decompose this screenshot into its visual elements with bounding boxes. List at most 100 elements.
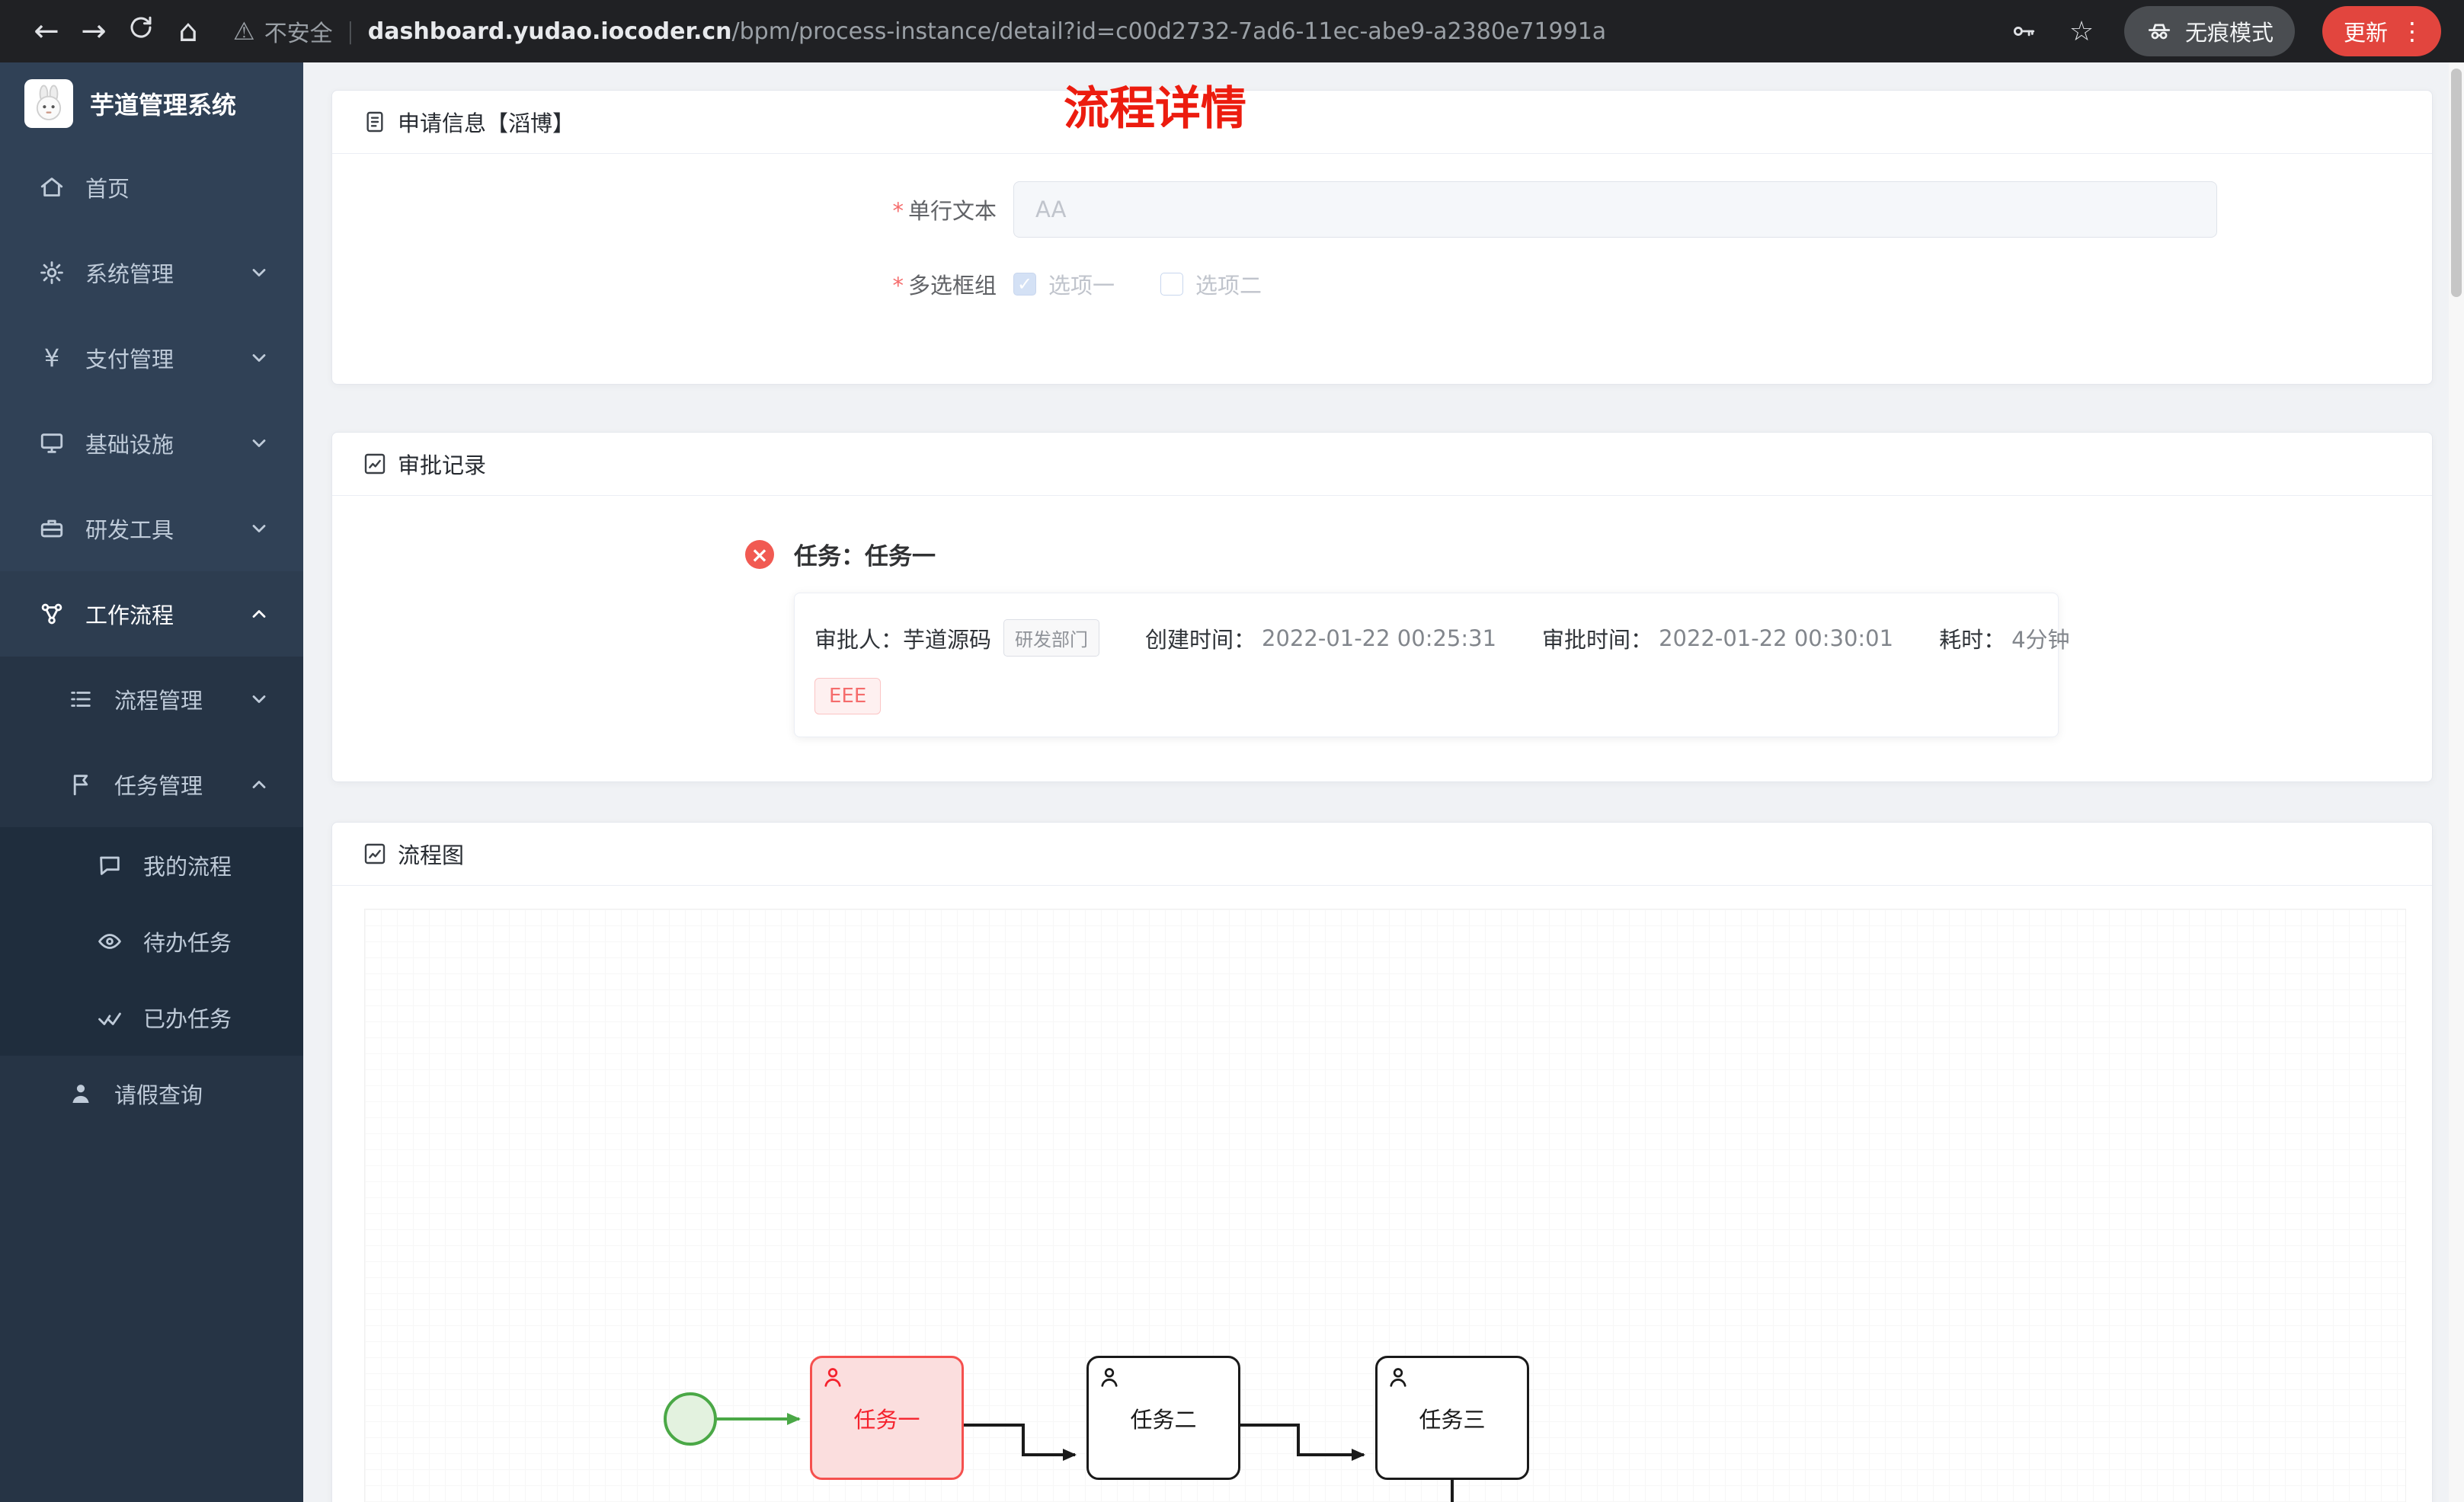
sidebar-item-label: 首页 [85,176,130,202]
approval-timeline: 任务：任务一 审批人： 芋道源码 研发部门 创建时间： 2022-01-22 0… [332,496,2432,781]
task-label: 任务一 [853,1406,920,1433]
incognito-icon [2148,24,2171,40]
eye-icon [94,926,125,957]
user-task-icon [824,1368,841,1387]
approver-label: 审批人： [814,626,904,653]
field-label: *多选框组 [892,273,997,299]
app-logo[interactable]: 芋道管理系统 [0,62,303,145]
approval-comment-tag: EEE [814,678,882,714]
app-avatar [24,79,73,128]
bpmn-task-node[interactable]: 任务二 [1086,1356,1240,1480]
url-path[interactable]: /bpm/process-instance/detail?id=c00d2732… [731,18,1607,45]
sidebar-item-label: 支付管理 [85,347,174,372]
security-label[interactable]: 不安全 [264,21,333,47]
bookmark-star-icon[interactable]: ☆ [2069,15,2094,47]
rabbit-logo-icon [36,85,62,120]
refresh-icon[interactable] [117,14,165,49]
chart-icon [364,843,386,864]
approval-detail-box: 审批人： 芋道源码 研发部门 创建时间： 2022-01-22 00:25:31… [794,593,2070,737]
incognito-badge[interactable]: 无痕模式 [2123,6,2295,56]
process-diagram-card: 流程图 [331,822,2433,1502]
browser-update-button[interactable]: 更新 ⋮ [2322,6,2441,56]
sidebar-item-label: 研发工具 [85,517,174,543]
gear-icon [37,257,67,288]
apply-card-title: 申请信息【滔博】 [398,110,575,136]
duration-label: 耗时： [1939,626,2006,653]
page-scrollbar[interactable] [2449,62,2464,1502]
bpmn-canvas[interactable]: 任务一 任务二 任务三 [364,909,2406,1502]
approver-name: 芋道源码 [903,626,992,653]
bpmn-task-node-current[interactable]: 任务一 [810,1356,964,1480]
diagram-body: 任务一 任务二 任务三 [332,886,2432,1502]
create-time-group: 创建时间： 2022-01-22 00:25:31 [1145,622,1496,654]
double-check-icon [94,1002,125,1033]
approve-time-label: 审批时间： [1542,626,1653,653]
single-line-text-input[interactable] [1013,181,2217,238]
checkbox-option-2[interactable]: 选项二 [1160,268,1262,300]
task-rejected-icon [745,540,774,569]
sidebar-item-workflow[interactable]: 工作流程 [0,571,303,657]
bpmn-start-event[interactable] [664,1392,717,1446]
task-label: 任务二 [1130,1406,1197,1433]
bpmn-task-node[interactable]: 任务三 [1375,1356,1529,1480]
chevron-down-icon [248,433,270,454]
apply-form: *单行文本 *多选框组 选项一 选项二 [332,154,2432,384]
sidebar-item-task-management[interactable]: 任务管理 [0,742,303,827]
chat-bubble-icon [94,850,125,880]
home-icon[interactable]: ⌂ [178,14,198,49]
sidebar-item-devtools[interactable]: 研发工具 [0,486,303,571]
approve-time-value: 2022-01-22 00:30:01 [1659,625,1894,651]
url-host[interactable]: dashboard.yudao.iocoder.cn [367,18,732,45]
workflow-icon [37,599,67,629]
apply-card-header: 申请信息【滔博】 [332,91,2432,154]
address-bar[interactable]: ⚠ 不安全 | dashboard.yudao.iocoder.cn /bpm/… [233,14,1986,48]
sidebar-item-label: 任务管理 [114,773,203,799]
sidebar-item-done-tasks[interactable]: 已办任务 [0,979,303,1056]
incognito-label: 无痕模式 [2184,20,2274,46]
person-icon [66,1079,96,1109]
checkbox-label: 选项二 [1195,273,1262,299]
sidebar-item-label: 工作流程 [85,602,174,628]
toolbox-icon [37,513,67,544]
duration-value: 4分钟 [2011,626,2070,653]
chevron-up-icon [248,603,270,625]
yen-icon: ¥ [43,344,60,372]
back-icon[interactable]: ← [34,14,59,49]
browser-menu-icon[interactable]: ⋮ [2400,17,2424,46]
password-key-icon[interactable] [2008,16,2039,46]
approver-group: 审批人： 芋道源码 研发部门 [814,619,1100,657]
sidebar-item-leave-query[interactable]: 请假查询 [0,1056,303,1132]
app-title: 芋道管理系统 [90,91,237,120]
chevron-down-icon [248,689,270,710]
form-row-checkboxes: *多选框组 选项一 选项二 [332,268,2432,300]
sidebar-item-process-management[interactable]: 流程管理 [0,657,303,742]
scrollbar-thumb[interactable] [2451,69,2462,297]
diagram-card-header: 流程图 [332,823,2432,886]
sidebar: 芋道管理系统 首页 系统管理 ¥ 支付管理 [0,62,303,1502]
flag-icon [66,769,96,800]
approval-task-title: 任务：任务一 [794,543,936,570]
diagram-card-title: 流程图 [398,842,465,868]
sidebar-item-my-processes[interactable]: 我的流程 [0,827,303,903]
chevron-down-icon [248,518,270,539]
sidebar-item-todo-tasks[interactable]: 待办任务 [0,903,303,979]
toolbar-right: ☆ 无痕模式 更新 ⋮ [2008,6,2441,56]
sidebar-item-infrastructure[interactable]: 基础设施 [0,401,303,486]
approval-card-header: 审批记录 [332,433,2432,496]
create-time-label: 创建时间： [1145,626,1256,653]
checkbox-unchecked-icon[interactable] [1160,273,1184,296]
checkbox-checked-icon[interactable] [1013,273,1036,296]
sidebar-item-label: 我的流程 [143,854,232,880]
sidebar-item-label: 待办任务 [143,930,232,956]
sidebar-item-system[interactable]: 系统管理 [0,230,303,315]
forward-icon[interactable]: → [81,14,107,49]
checkbox-option-1[interactable]: 选项一 [1013,268,1115,300]
chevron-up-icon [248,774,270,795]
sidebar-item-payment[interactable]: ¥ 支付管理 [0,315,303,401]
required-star: * [892,273,904,299]
create-time-value: 2022-01-22 00:25:31 [1262,625,1497,651]
approval-card-title: 审批记录 [398,452,487,478]
sidebar-item-home[interactable]: 首页 [0,145,303,230]
sidebar-menu: 首页 系统管理 ¥ 支付管理 基础设施 [0,145,303,1502]
